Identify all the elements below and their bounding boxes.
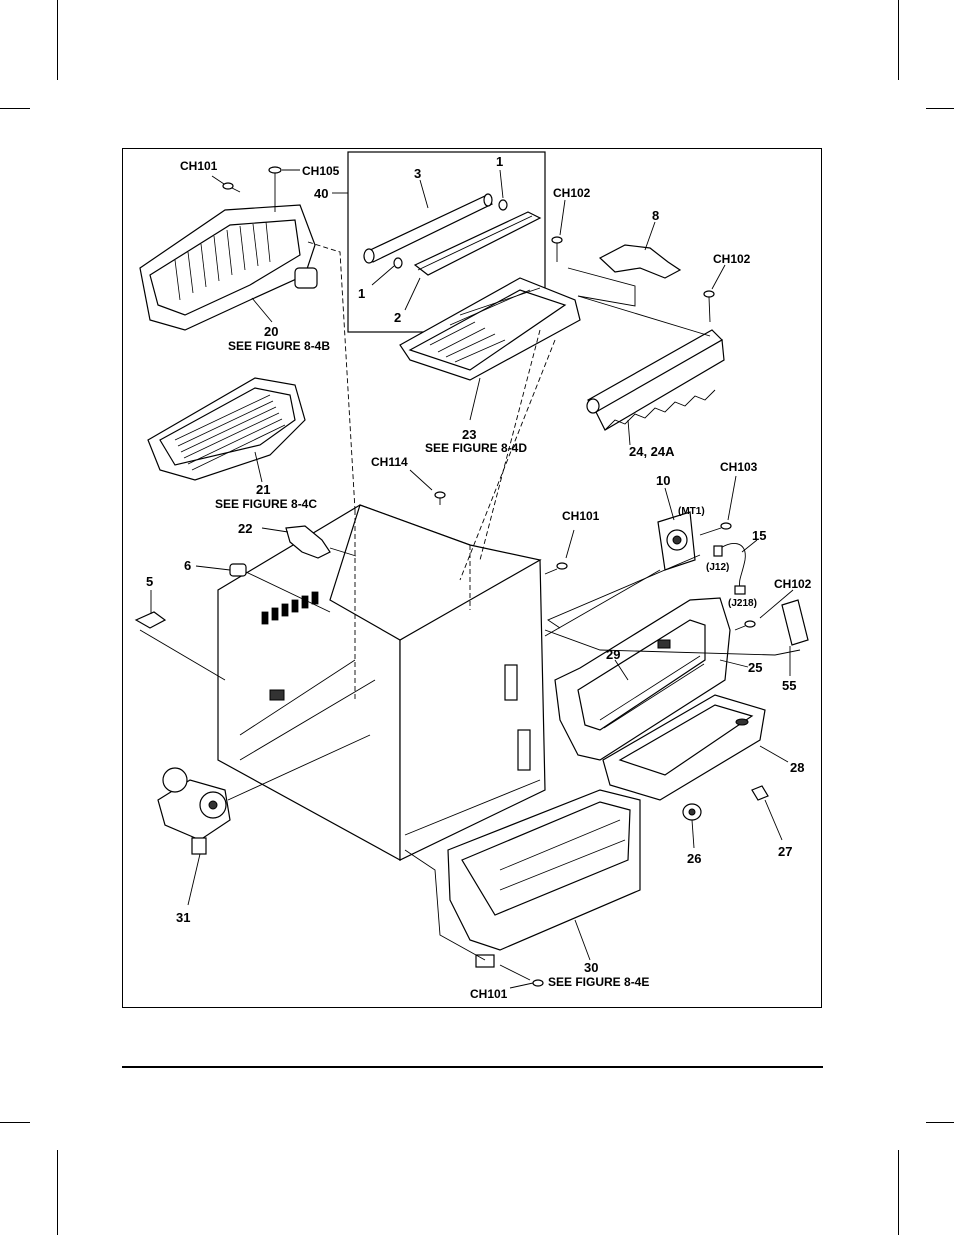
label-ch102-b: CH102: [713, 252, 751, 266]
label-1-left: 1: [358, 286, 365, 301]
leader-20-to-chassis: [307, 241, 356, 511]
crop-mark-top-right-v: [898, 0, 899, 80]
label-25: 25: [748, 660, 762, 675]
part-1-bushing-left: [393, 257, 403, 269]
label-28: 28: [790, 760, 804, 775]
crop-mark-bottom-right-h: [926, 1122, 954, 1123]
label-see-8-4d: SEE FIGURE 8-4D: [425, 441, 527, 455]
crop-mark-bottom-left-h: [0, 1122, 30, 1123]
footer-rule: [122, 1066, 823, 1068]
part-8: [598, 244, 682, 279]
label-2: 2: [394, 310, 401, 325]
part-30-assembly: [447, 789, 641, 968]
crop-mark-bottom-right-v: [898, 1150, 899, 1235]
label-j218: (J218): [728, 598, 757, 609]
screw-ch101-top: [211, 175, 241, 193]
label-see-8-4c: SEE FIGURE 8-4C: [215, 497, 317, 511]
crop-mark-bottom-left-v: [57, 1150, 58, 1235]
label-10: 10: [656, 473, 670, 488]
part-6: [195, 563, 331, 613]
label-ch114: CH114: [371, 455, 408, 469]
label-ch101-top: CH101: [180, 159, 218, 173]
screw-ch102-a: [551, 199, 566, 262]
label-55: 55: [782, 678, 796, 693]
label-ch101-bottom: CH101: [470, 987, 508, 1001]
screw-ch101-bottom: [499, 964, 544, 989]
part-20-assembly: [139, 204, 318, 331]
leader-24-frame: [567, 267, 636, 307]
label-ch103: CH103: [720, 460, 758, 474]
label-29: 29: [606, 647, 620, 662]
part-31-gear-assembly: [157, 767, 231, 906]
label-15: 15: [752, 528, 766, 543]
label-26: 26: [687, 851, 701, 866]
part-2-bracket: [413, 211, 542, 276]
roller-3: [363, 193, 493, 264]
label-mt1: (MT1): [678, 506, 705, 517]
motor-10: [544, 487, 696, 637]
part-21-fuser-assembly: [147, 377, 306, 481]
label-27: 27: [778, 844, 792, 859]
part-55-board: [781, 599, 809, 676]
part-23-assembly: [399, 277, 581, 381]
label-30: 30: [584, 960, 598, 975]
label-20: 20: [264, 324, 278, 339]
crop-mark-top-left-h: [0, 108, 30, 109]
part-5: [134, 590, 226, 681]
figure-frame: [122, 148, 822, 1008]
screw-ch102-b: [703, 264, 726, 323]
screw-ch114: [409, 469, 446, 505]
crop-mark-top-right-h: [926, 108, 954, 109]
label-3: 3: [414, 166, 421, 181]
part-28-tray: [602, 694, 766, 801]
screw-ch102-c: [734, 589, 794, 631]
label-21: 21: [256, 482, 270, 497]
screw-ch103: [699, 475, 737, 536]
part-24-roller-assembly: [586, 329, 725, 431]
screw-ch101-mid: [544, 529, 575, 575]
leader-15-frame: [547, 554, 701, 629]
label-ch101-mid: CH101: [562, 509, 600, 523]
cable-15: [713, 539, 758, 595]
screw-ch105: [268, 166, 300, 212]
label-ch102-c: CH102: [774, 577, 812, 591]
label-5: 5: [146, 574, 153, 589]
leader-25-frame: [544, 629, 801, 656]
label-see-8-4e: SEE FIGURE 8-4E: [548, 975, 649, 989]
part-26-roller: [682, 803, 702, 849]
label-6: 6: [184, 558, 191, 573]
label-31: 31: [176, 910, 190, 925]
part-22: [285, 525, 331, 559]
label-22: 22: [238, 521, 252, 536]
leader-20: [251, 297, 273, 323]
label-1-top: 1: [496, 154, 503, 169]
part-1-bushing-top: [498, 199, 508, 211]
label-ch105: CH105: [302, 164, 340, 178]
leader-30-frame: [404, 849, 486, 961]
label-see-8-4b: SEE FIGURE 8-4B: [228, 339, 330, 353]
label-40: 40: [314, 186, 328, 201]
leader-31-to-chassis: [227, 734, 371, 801]
label-24: 24, 24A: [629, 444, 675, 459]
part-25-assembly: [554, 597, 731, 761]
part-27: [751, 785, 783, 841]
main-chassis-frame: [217, 504, 546, 862]
label-ch102-a: CH102: [553, 186, 591, 200]
crop-mark-top-left-v: [57, 0, 58, 80]
label-j12: (J12): [706, 562, 729, 573]
label-23: 23: [462, 427, 476, 442]
label-8: 8: [652, 208, 659, 223]
